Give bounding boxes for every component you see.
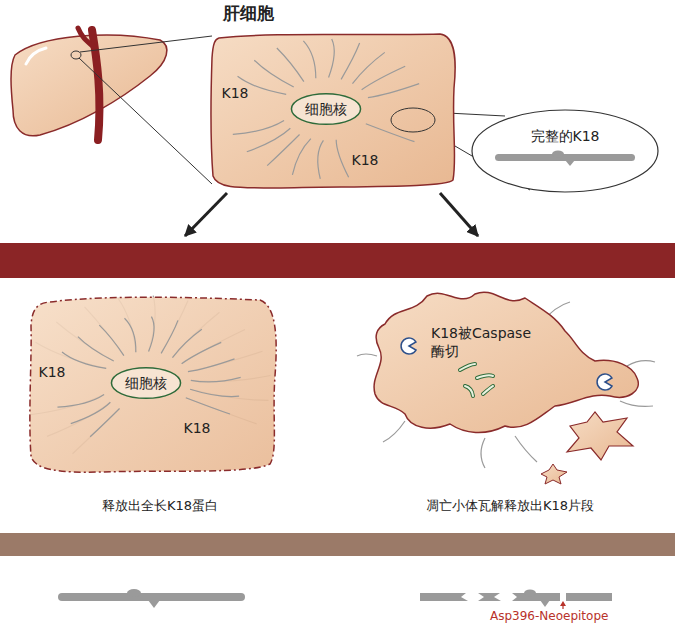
- k18-filament: [62, 352, 106, 368]
- red-band: [0, 243, 675, 278]
- hepatocyte: K18K18细胞核: [205, 28, 460, 193]
- k18-filament: [71, 402, 111, 423]
- k18-notch: [565, 160, 575, 166]
- k18-notch: [540, 600, 550, 607]
- k18-filament: [515, 436, 537, 462]
- k18-filament: [99, 325, 124, 355]
- liver-highlight: [26, 48, 46, 64]
- cleavage-arrowhead: [560, 601, 566, 606]
- k18-filament: [161, 320, 178, 353]
- k18-fragment-core: [477, 375, 493, 378]
- nucleus-outline: [291, 94, 360, 125]
- zoom-origin: [391, 108, 435, 132]
- k18-notch: [148, 600, 160, 608]
- brown-band: [0, 533, 675, 556]
- k18-filament: [190, 389, 239, 396]
- k18-filament: [124, 318, 135, 352]
- apoptotic-outline: [374, 292, 638, 432]
- k18-fragment-core: [483, 386, 493, 394]
- apoptotic-body: [567, 412, 633, 460]
- zoom-line: [79, 58, 212, 184]
- k18-filament: [186, 398, 230, 414]
- zoom-line: [80, 36, 212, 52]
- cell-outline-dashed: [30, 297, 276, 472]
- k18-filament: [188, 359, 235, 372]
- process-arrow: [185, 193, 227, 236]
- k18-bump: [552, 151, 564, 158]
- k18-fragment: [477, 375, 493, 378]
- k18-filament: [318, 140, 324, 178]
- caption: 释放出全长K18蛋白: [102, 498, 218, 515]
- apoptotic-cell-shape: [365, 236, 660, 526]
- diagram-title: 肝细胞: [223, 2, 274, 25]
- k18-filament: [277, 48, 304, 82]
- zoom-circle: 完整的K18: [470, 108, 660, 194]
- apoptotic-body: [541, 464, 567, 484]
- k18-fragment: [483, 386, 493, 394]
- k18-filament: [292, 139, 310, 175]
- zoom-circle-shape: [470, 108, 660, 194]
- full-k18-bar: [58, 593, 245, 601]
- k18-bump: [127, 589, 141, 597]
- nucleus-outline: [111, 368, 180, 399]
- k18-fragment: [512, 593, 560, 601]
- k18-filament: [254, 60, 293, 87]
- k18-filament: [191, 377, 241, 382]
- intact-k18-bar: [495, 154, 635, 161]
- nucleus: 细胞核: [290, 92, 362, 126]
- k18-fragment: [478, 593, 501, 601]
- zoom-outline: [472, 110, 658, 192]
- epitope-label: Asp396-Neoepitope: [490, 609, 608, 623]
- k18-filament: [368, 84, 419, 98]
- k18-bump: [524, 590, 536, 597]
- k18-filament: [172, 329, 201, 357]
- nucleus: 细胞核: [110, 366, 182, 400]
- process-arrow: [440, 193, 478, 236]
- k18-filament: [362, 66, 406, 90]
- k18-fragment: [460, 364, 475, 370]
- k18-fragment: [420, 593, 468, 601]
- node-label: 细胞核: [305, 100, 347, 118]
- k18-filament: [366, 124, 415, 142]
- k18-filament: [182, 342, 222, 363]
- k18-filament: [267, 134, 299, 165]
- k18-fragment: [465, 386, 473, 396]
- node-label: K18: [222, 84, 249, 102]
- k18-filament: [78, 337, 114, 361]
- k18-fragment-core: [465, 386, 473, 396]
- cell-outline: [211, 34, 455, 188]
- k18-filament: [149, 317, 155, 352]
- k18-filament: [357, 354, 377, 356]
- blood-vessel-branch: [78, 28, 95, 48]
- k18-filament: [336, 140, 348, 178]
- k18-filament: [383, 421, 405, 442]
- k18-filament: [341, 43, 359, 79]
- k18-filament: [303, 41, 315, 79]
- k18-fragment-core: [460, 364, 475, 370]
- necrotic-cell: K18K18释放出全长K18蛋白细胞核: [20, 236, 290, 526]
- caspase-icon: [401, 338, 416, 354]
- node-label: 完整的K18: [531, 127, 600, 145]
- caspase-icon: [597, 374, 612, 390]
- k18-filament: [57, 394, 104, 407]
- node-label: 细胞核: [125, 374, 167, 392]
- k18-filament: [481, 438, 485, 468]
- k18-filament: [329, 39, 335, 77]
- k18-filament: [620, 401, 653, 406]
- k18-fragment: [566, 593, 612, 601]
- node-label: K18: [39, 363, 66, 381]
- node-label: K18被Caspase酶切: [431, 324, 543, 360]
- k18-filament: [627, 361, 655, 366]
- node-label: K18: [184, 419, 211, 437]
- liver: [11, 35, 167, 136]
- caption: 凋亡小体瓦解释放出K18片段: [426, 498, 594, 515]
- node-label: K18: [352, 151, 379, 169]
- k18-filament: [233, 120, 284, 134]
- apoptotic-cell: K18被Caspase酶切凋亡小体瓦解释放出K18片段: [365, 236, 660, 526]
- k18-filament: [90, 408, 119, 436]
